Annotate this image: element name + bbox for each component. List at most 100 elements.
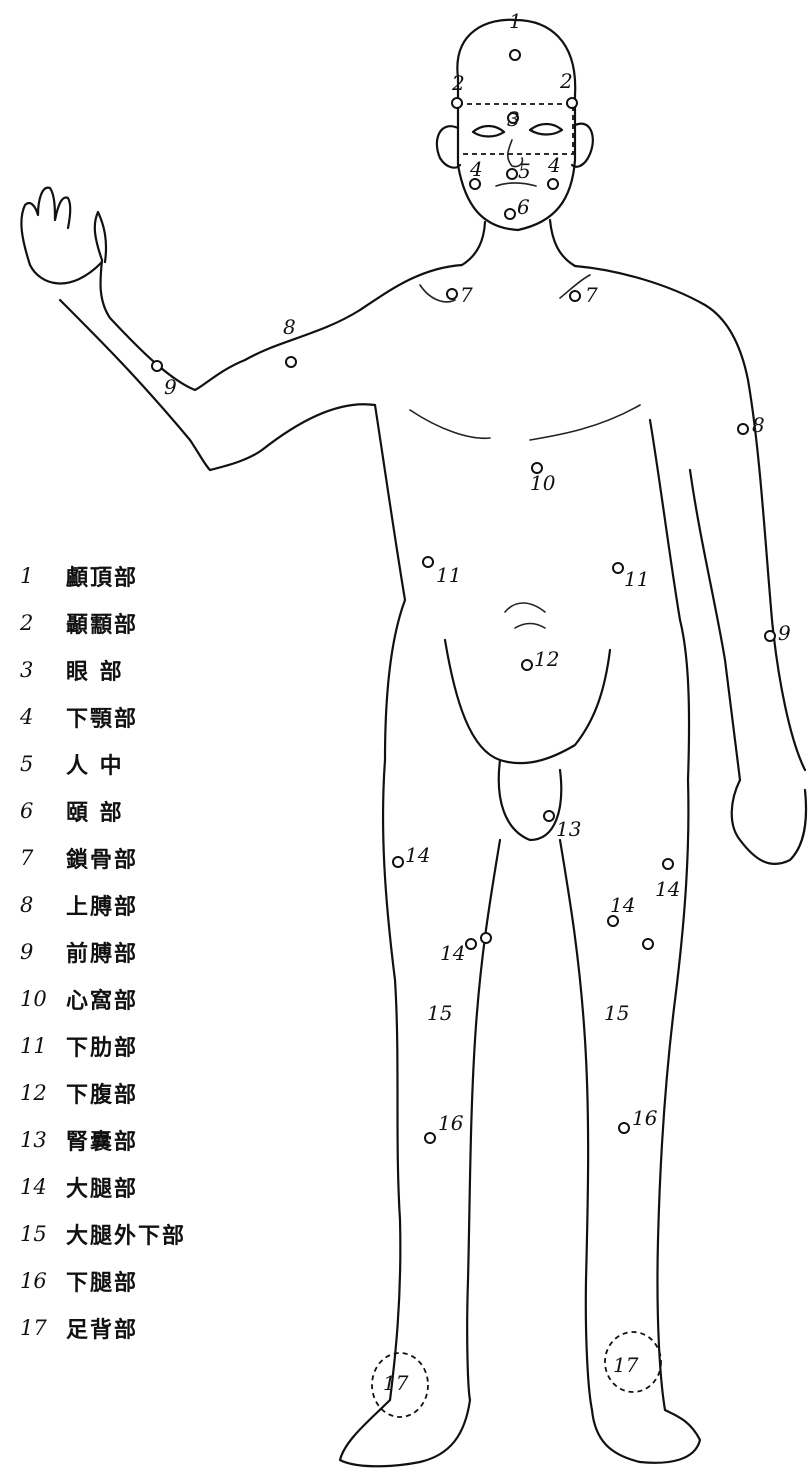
marker-label: 4 bbox=[547, 153, 561, 177]
legend-label: 前膊部 bbox=[66, 936, 138, 968]
marker-label: 7 bbox=[460, 283, 473, 307]
marker-circle bbox=[619, 1123, 629, 1133]
legend-label: 大腿部 bbox=[66, 1171, 138, 1203]
legend-number: 12 bbox=[14, 1081, 66, 1105]
marker-circle bbox=[643, 939, 653, 949]
marker-label: 15 bbox=[427, 1001, 452, 1025]
legend-number: 15 bbox=[14, 1222, 66, 1246]
marker-label: 2 bbox=[451, 71, 465, 95]
marker-circle bbox=[466, 939, 476, 949]
right-foot bbox=[592, 1410, 700, 1463]
legend-label: 心窩部 bbox=[66, 983, 138, 1015]
marker-label: 9 bbox=[164, 375, 177, 399]
legend-label: 鎖骨部 bbox=[66, 842, 138, 874]
hanging-arm bbox=[690, 380, 805, 780]
left-foot bbox=[340, 1400, 470, 1466]
right-eye bbox=[530, 124, 562, 135]
legend-label: 上膊部 bbox=[66, 889, 138, 921]
hanging-hand bbox=[732, 780, 806, 864]
legend-number: 13 bbox=[14, 1128, 66, 1152]
marker-circle bbox=[393, 857, 403, 867]
marker-circle bbox=[447, 289, 457, 299]
marker-label: 14 bbox=[440, 941, 465, 965]
legend-number: 4 bbox=[14, 705, 66, 729]
legend-number: 8 bbox=[14, 893, 66, 917]
marker-circle bbox=[544, 811, 554, 821]
marker-circle bbox=[765, 631, 775, 641]
marker-label: 1 bbox=[509, 9, 522, 33]
marker-label: 2 bbox=[559, 69, 573, 93]
right-leg bbox=[560, 780, 688, 1410]
marker-label: 8 bbox=[283, 315, 296, 339]
marker-label: 3 bbox=[507, 107, 520, 131]
legend-number: 11 bbox=[14, 1034, 66, 1058]
legend-item: 4下顎部 bbox=[14, 693, 234, 740]
marker-circle bbox=[286, 357, 296, 367]
marker-circle bbox=[452, 98, 462, 108]
legend-label: 頤 部 bbox=[66, 795, 124, 827]
marker-label: 8 bbox=[752, 413, 765, 437]
marker-circle bbox=[738, 424, 748, 434]
left-ear bbox=[437, 126, 460, 167]
legend-number: 7 bbox=[14, 846, 66, 870]
legend-label: 足背部 bbox=[66, 1312, 138, 1344]
marker-circle bbox=[567, 98, 577, 108]
legend-label: 下顎部 bbox=[66, 701, 138, 733]
marker-label: 6 bbox=[517, 195, 530, 219]
legend-label: 腎囊部 bbox=[66, 1124, 138, 1156]
legend-label: 顳顬部 bbox=[66, 607, 138, 639]
mouth bbox=[496, 183, 536, 186]
left-leg bbox=[383, 760, 500, 1400]
legend-item: 7鎖骨部 bbox=[14, 834, 234, 881]
marker-label: 7 bbox=[585, 283, 598, 307]
marker-label: 11 bbox=[436, 563, 461, 587]
legend-label: 下肋部 bbox=[66, 1030, 138, 1062]
groin bbox=[445, 640, 610, 763]
legend-item: 2顳顬部 bbox=[14, 599, 234, 646]
marker-circle bbox=[663, 859, 673, 869]
marker-label: 9 bbox=[778, 621, 791, 645]
marker-circle bbox=[505, 209, 515, 219]
marker-label: 14 bbox=[655, 877, 680, 901]
legend-number: 16 bbox=[14, 1269, 66, 1293]
legend-number: 1 bbox=[14, 564, 66, 588]
marker-circle bbox=[152, 361, 162, 371]
marker-circle bbox=[548, 179, 558, 189]
marker-label: 4 bbox=[469, 157, 483, 181]
chest bbox=[410, 275, 640, 440]
legend-label: 下腿部 bbox=[66, 1265, 138, 1297]
legend-number: 14 bbox=[14, 1175, 66, 1199]
raised-arm bbox=[100, 260, 375, 470]
marker-circle bbox=[507, 169, 517, 179]
marker-circle bbox=[608, 916, 618, 926]
marker-label: 16 bbox=[438, 1111, 464, 1135]
marker-label: 17 bbox=[613, 1353, 639, 1377]
legend-item: 8上膊部 bbox=[14, 881, 234, 928]
marker-circle bbox=[481, 933, 491, 943]
marker-circle bbox=[425, 1133, 435, 1143]
legend-item: 16下腿部 bbox=[14, 1257, 234, 1304]
arm-lower-edge bbox=[60, 300, 210, 470]
shoulders bbox=[360, 265, 748, 380]
torso-right bbox=[650, 420, 689, 780]
marker-circle bbox=[613, 563, 623, 573]
marker-label: 13 bbox=[556, 817, 581, 841]
legend-number: 10 bbox=[14, 987, 66, 1011]
legend-label: 顱頂部 bbox=[66, 560, 138, 592]
marker-label: 5 bbox=[518, 159, 531, 183]
marker-label: 10 bbox=[530, 471, 556, 495]
legend-item: 14大腿部 bbox=[14, 1163, 234, 1210]
marker-circle bbox=[570, 291, 580, 301]
navel bbox=[505, 603, 545, 628]
legend-number: 6 bbox=[14, 799, 66, 823]
legend-label: 下腹部 bbox=[66, 1077, 138, 1109]
